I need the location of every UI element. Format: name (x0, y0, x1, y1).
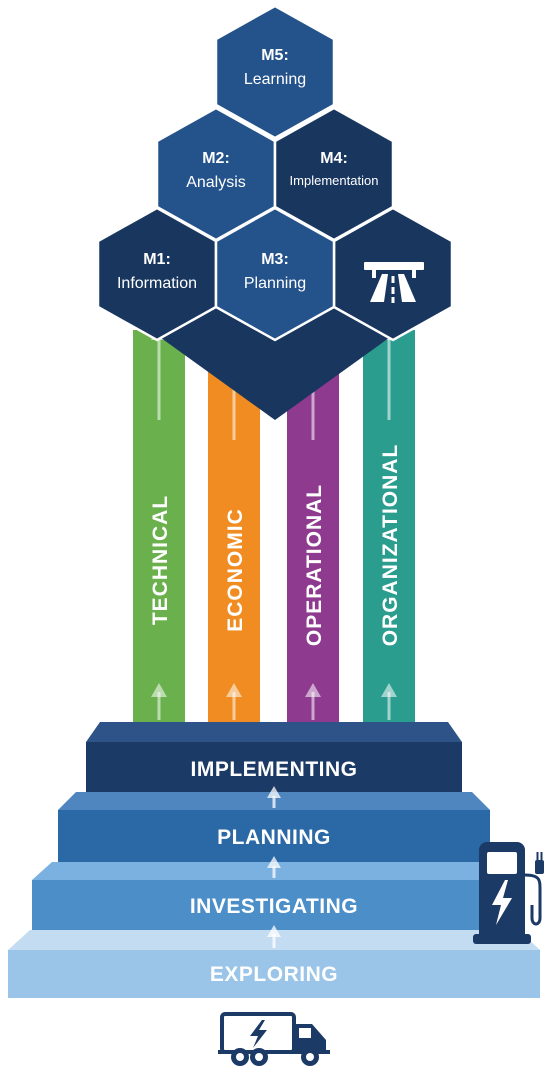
pillar-operational: OPERATIONAL (287, 360, 339, 722)
pillar-economic-arrowhead-bottom (226, 683, 242, 697)
step-investigating (32, 880, 517, 930)
hexagon-cluster: M5: Learning M2: Analysis M4: Implementa… (96, 4, 454, 420)
hex-m2-subtitle: Analysis (186, 174, 246, 191)
hex-m4-subtitle: Implementation (290, 173, 379, 188)
step-implementing-label: IMPLEMENTING (191, 758, 358, 781)
step-arrow-1 (267, 925, 281, 948)
hex-m3-subtitle: Planning (244, 275, 306, 292)
pillar-economic: ECONOMIC (208, 360, 260, 722)
hex-m5-title: M5: (261, 47, 289, 64)
pillar-organizational: ORGANIZATIONAL (363, 325, 415, 722)
step-arrow-3 (267, 786, 281, 808)
pillar-operational-label: OPERATIONAL (303, 484, 326, 646)
hex-m4-title: M4: (320, 150, 348, 167)
step-investigating-label: INVESTIGATING (190, 895, 358, 918)
pillar-technical: TECHNICAL (133, 325, 185, 722)
step-planning-label: PLANNING (217, 826, 331, 849)
hex-m1-subtitle: Information (117, 275, 197, 292)
hex-m2-title: M2: (202, 150, 230, 167)
hex-m5 (214, 4, 336, 140)
pillar-organizational-label: ORGANIZATIONAL (379, 444, 402, 647)
hex-m3-title: M3: (261, 251, 289, 268)
pillar-technical-label: TECHNICAL (149, 495, 172, 625)
hex-m1-title: M1: (143, 251, 171, 268)
hex-m5-subtitle: Learning (244, 71, 306, 88)
step-exploring (8, 950, 540, 998)
step-implementing (86, 742, 462, 792)
pillar-economic-label: ECONOMIC (224, 508, 247, 632)
highway-icon (364, 262, 424, 303)
ev-charger-icon (473, 842, 544, 944)
pillar-technical-arrowhead-bottom (151, 683, 167, 697)
step-implementing-top (86, 722, 462, 742)
step-exploring-label: EXPLORING (210, 963, 338, 986)
pillar-operational-arrowhead-bottom (305, 683, 321, 697)
stairs: EXPLORING INVESTIGATING PLANNING IMPLEME… (8, 722, 540, 998)
electric-truck-icon (218, 1012, 330, 1066)
pillar-organizational-arrowhead-bottom (381, 683, 397, 697)
step-arrow-2 (267, 856, 281, 878)
step-planning (58, 810, 490, 862)
hex-m4 (273, 106, 395, 242)
